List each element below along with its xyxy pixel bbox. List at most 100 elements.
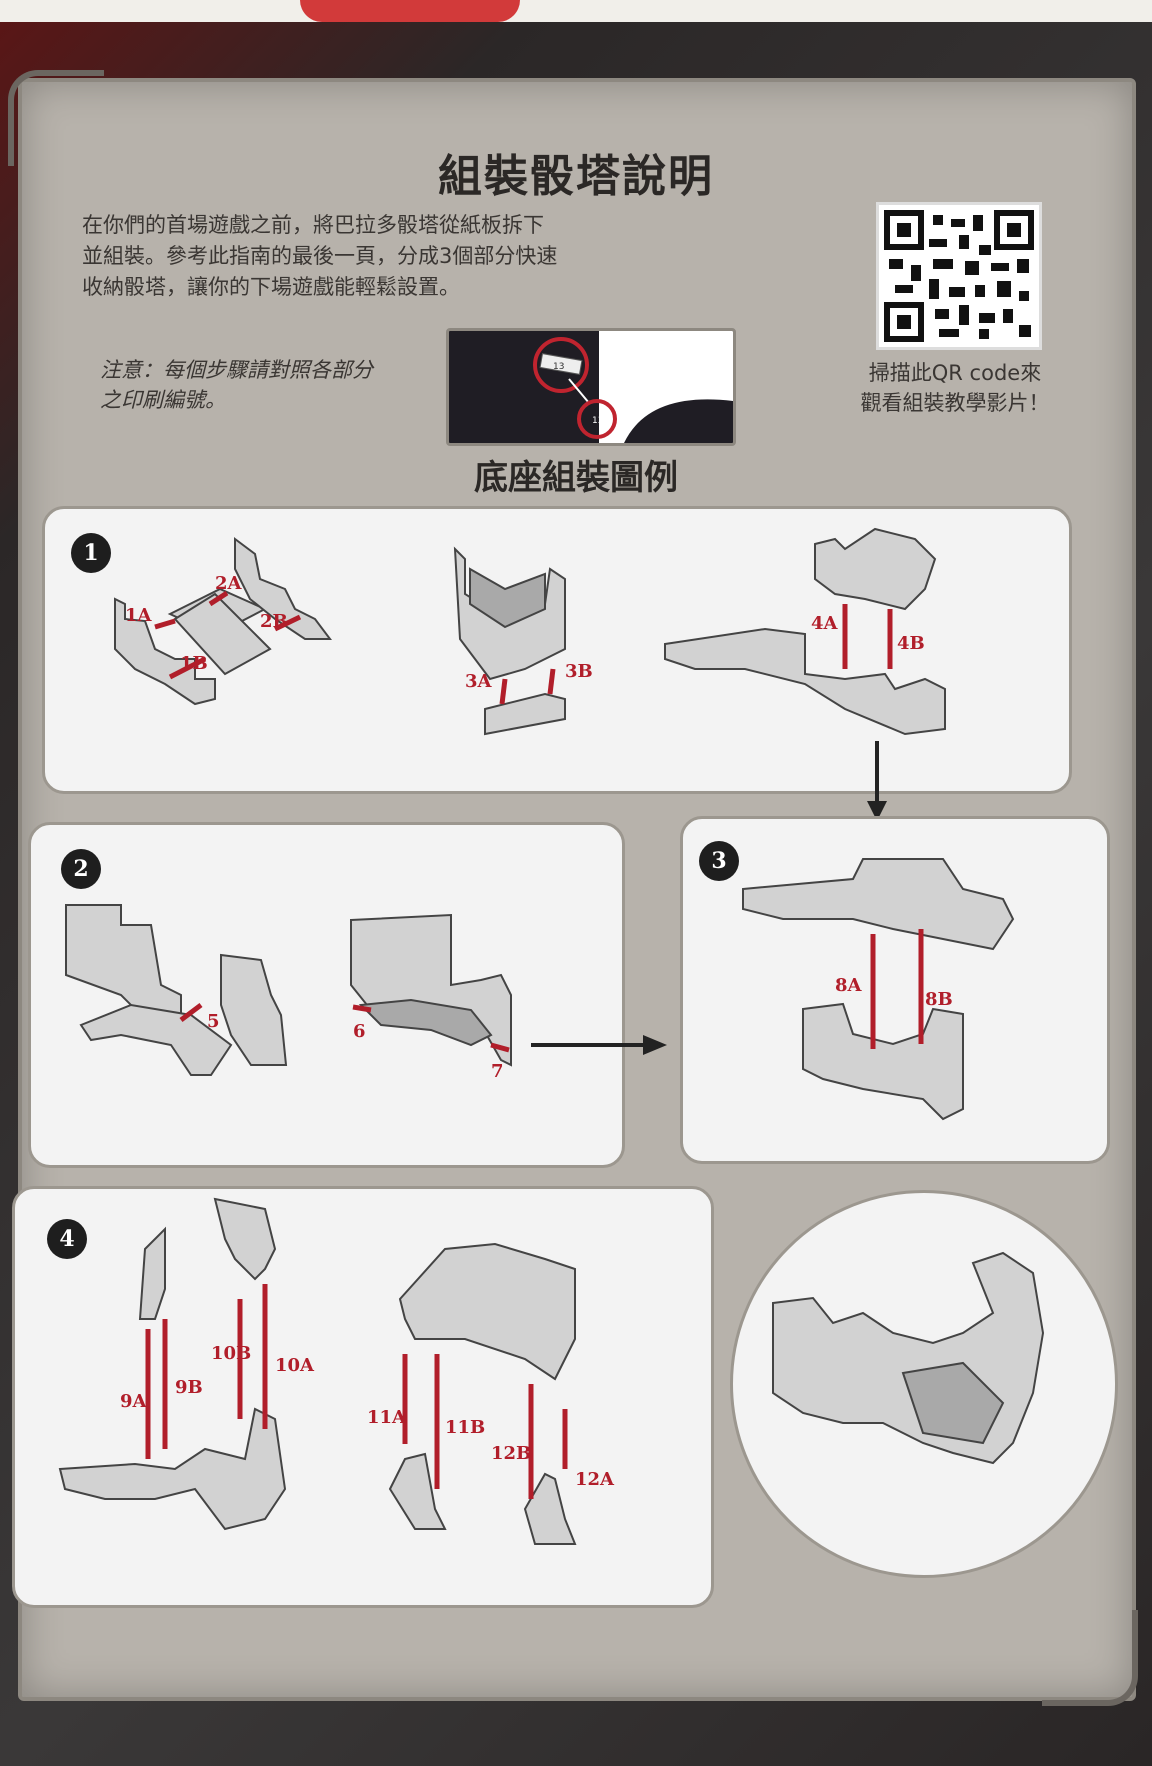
arrow-5 xyxy=(179,1003,203,1022)
floor-panel xyxy=(173,592,272,676)
wall-piece-10 xyxy=(213,1197,277,1281)
arrow-2a xyxy=(208,590,229,607)
qr-code-svg xyxy=(884,210,1034,342)
step-3-badge: 3 xyxy=(699,841,739,881)
top-strip xyxy=(0,0,1152,22)
qr-modules xyxy=(889,215,1031,339)
ramp-assembly xyxy=(453,546,566,681)
label-12a: 12A xyxy=(575,1469,615,1490)
arrow-head xyxy=(643,1035,667,1055)
step-3-diagram: 8A 8B xyxy=(742,858,1015,1121)
section-title: 底座組裝圖例 xyxy=(474,458,678,498)
step-1-panel: 1 1A 1B 2A 2B 3A 3B 4A 4B xyxy=(42,506,1072,821)
step-2-badge: 2 xyxy=(61,849,101,889)
wall-piece-left xyxy=(65,904,182,1016)
curved-wall xyxy=(664,627,946,736)
wall-piece-9 xyxy=(138,1226,166,1320)
part-number-label-2: 13 xyxy=(592,416,603,426)
note-line: 之印刷編號。 xyxy=(100,388,226,412)
side-wall-left xyxy=(114,597,216,706)
ornament-top-left xyxy=(8,70,104,166)
step-2-diagram: 5 6 7 xyxy=(65,904,667,1082)
step-1-diagram: 1A 1B 2A 2B 3A 3B 4A 4B xyxy=(114,527,946,821)
top-assembly xyxy=(742,858,1015,951)
base-assembly xyxy=(58,1407,287,1531)
assembled-floor xyxy=(358,998,493,1047)
ramp-floor xyxy=(469,567,546,629)
assembled-base xyxy=(350,913,512,1067)
pointer-line xyxy=(568,378,590,404)
qr-caption-line: 掃描此QR code來 xyxy=(868,361,1042,385)
wall-piece-right xyxy=(220,953,288,1066)
label-3a: 3A xyxy=(465,671,493,692)
qr-caption-line: 觀看組裝教學影片！ xyxy=(860,391,1050,415)
label-6: 6 xyxy=(353,1021,366,1042)
page-title: 組裝骰塔說明 xyxy=(438,151,714,202)
part-number-label: 13 xyxy=(553,362,564,372)
step-4-panel: 4 9A 9B 10B 10A 11A 11B 12B 12A xyxy=(12,1186,714,1608)
board-piece xyxy=(599,331,733,443)
label-11b: 11B xyxy=(445,1417,485,1438)
label-7: 7 xyxy=(491,1061,504,1082)
bottom-assembly xyxy=(802,1002,964,1121)
label-10b: 10B xyxy=(211,1343,251,1364)
arrow-6 xyxy=(352,1004,372,1013)
step-3-panel: 3 8A 8B xyxy=(680,816,1110,1164)
intro-line: 收納骰塔，讓你的下場遊戲能輕鬆設置。 xyxy=(82,275,460,299)
tower-assembly xyxy=(398,1242,576,1381)
label-11a: 11A xyxy=(367,1407,407,1428)
qr-finder xyxy=(994,210,1034,250)
label-4b: 4B xyxy=(897,633,925,654)
arrow-1b xyxy=(168,656,207,680)
arrow-3a xyxy=(499,678,508,705)
intro-line: 在你們的首場遊戲之前，將巴拉多骰塔從紙板拆下 xyxy=(82,213,544,237)
finished-floor xyxy=(901,1361,1005,1445)
ramp-base-piece xyxy=(484,692,566,736)
part-number-example-svg: 13 13 xyxy=(533,331,733,443)
qr-finder xyxy=(884,302,924,342)
top-red-shape xyxy=(300,0,520,22)
step-4-diagram: 9A 9B 10B 10A 11A 11B 12B 12A xyxy=(58,1197,615,1545)
arrow-2b xyxy=(273,614,302,632)
highlight-circle-2 xyxy=(577,399,617,439)
step-1-badge: 1 xyxy=(71,533,111,573)
part-number-example-image: 13 13 xyxy=(446,328,736,446)
upper-tower-piece xyxy=(814,527,937,611)
qr-code[interactable] xyxy=(876,202,1042,350)
step-4-badge: 4 xyxy=(47,1219,87,1259)
piece-12 xyxy=(523,1472,577,1545)
qr-finder-center xyxy=(897,315,911,329)
arrow-1a xyxy=(154,618,176,630)
part-chip xyxy=(539,353,583,375)
label-12b: 12B xyxy=(491,1443,531,1464)
arrow-7 xyxy=(490,1042,510,1053)
label-3b: 3B xyxy=(565,661,593,682)
label-9b: 9B xyxy=(175,1377,203,1398)
label-10a: 10A xyxy=(275,1355,315,1376)
piece-11 xyxy=(388,1452,447,1530)
label-2b: 2B xyxy=(260,611,288,632)
final-result-diagram xyxy=(772,1251,1045,1465)
intro-line: 並組裝。參考此指南的最後一頁，分成3個部分快速 xyxy=(82,244,558,268)
qr-finder xyxy=(884,210,924,250)
label-8b: 8B xyxy=(925,989,953,1010)
arrow-3b xyxy=(547,668,556,695)
arrow-head xyxy=(867,801,887,821)
label-8a: 8A xyxy=(835,975,863,996)
label-4a: 4A xyxy=(811,613,839,634)
side-wall-right xyxy=(234,537,332,640)
label-5: 5 xyxy=(207,1011,220,1032)
qr-finder-center xyxy=(897,223,911,237)
ornament-bottom-right xyxy=(1042,1610,1138,1706)
intro-text: 在你們的首場遊戲之前，將巴拉多骰塔從紙板拆下 並組裝。參考此指南的最後一頁，分成… xyxy=(82,210,702,303)
label-1b: 1B xyxy=(180,653,208,674)
label-9a: 9A xyxy=(120,1391,148,1412)
qr-caption: 掃描此QR code來 觀看組裝教學影片！ xyxy=(830,358,1080,418)
final-result-circle xyxy=(730,1190,1118,1578)
step-2-panel: 2 5 6 7 xyxy=(28,822,667,1168)
highlight-circle xyxy=(533,337,589,393)
finished-dice-tower xyxy=(772,1251,1045,1465)
note-text: 注意：每個步驟請對照各部分 之印刷編號。 xyxy=(100,355,460,415)
label-2a: 2A xyxy=(215,573,243,594)
qr-finder-center xyxy=(1007,223,1021,237)
